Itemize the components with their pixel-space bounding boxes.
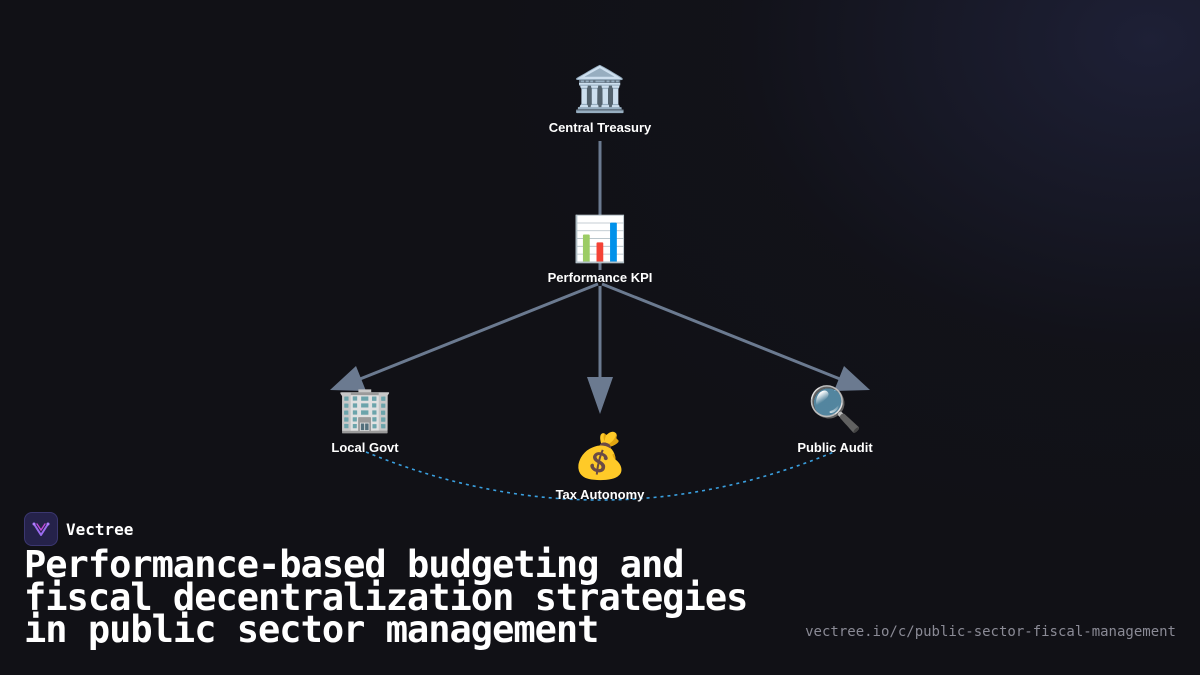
node-public-audit: 🔍 Public Audit (745, 384, 925, 455)
brand: Vectree (24, 512, 133, 546)
node-label-public-audit: Public Audit (797, 440, 873, 455)
page-url[interactable]: vectree.io/c/public-sector-fiscal-manage… (805, 624, 1176, 640)
node-label-performance-kpi: Performance KPI (547, 270, 653, 285)
arrowhead-tax (587, 377, 613, 414)
office-building-icon: 🏢 (337, 384, 393, 435)
money-bag-icon: 💰 (572, 431, 628, 482)
edge-local-to-audit-dashed (365, 451, 835, 501)
node-tax-autonomy: 💰 Tax Autonomy (510, 431, 690, 502)
arrowhead-audit (834, 366, 870, 391)
bar-chart-icon: 📊 (572, 214, 628, 265)
edge-kpi-to-local (359, 282, 599, 381)
brand-name: Vectree (66, 519, 134, 539)
vectree-logo-icon (24, 512, 58, 546)
node-local-govt: 🏢 Local Govt (275, 384, 455, 455)
page-title: Performance-based budgeting and fiscal d… (24, 543, 748, 651)
node-label-local-govt: Local Govt (331, 440, 399, 455)
node-performance-kpi: 📊 Performance KPI (510, 214, 690, 285)
edge-kpi-to-audit (601, 282, 841, 381)
node-label-central-treasury: Central Treasury (548, 120, 652, 135)
node-label-tax-autonomy: Tax Autonomy (555, 487, 645, 502)
arrowhead-local (330, 366, 366, 391)
magnifier-icon: 🔍 (807, 384, 863, 435)
node-central-treasury: 🏛️ Central Treasury (510, 64, 690, 135)
bank-building-icon: 🏛️ (572, 64, 628, 115)
